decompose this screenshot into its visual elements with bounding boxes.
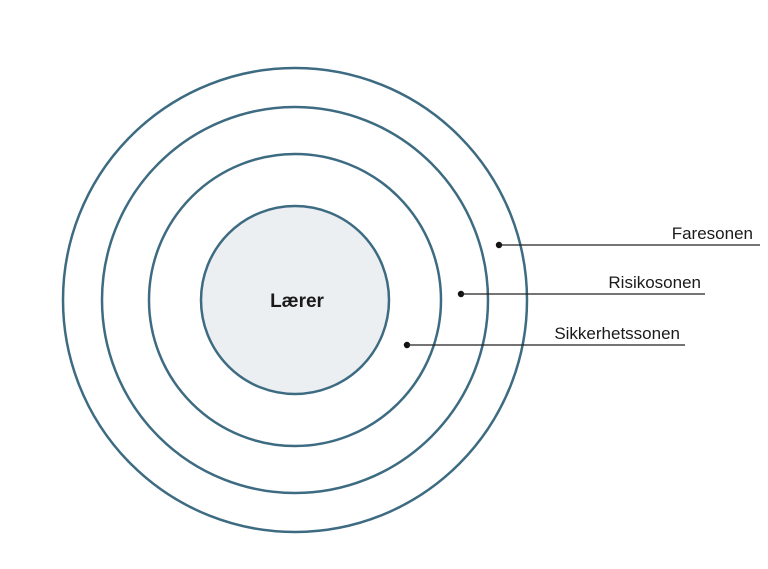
zone-label-faresonen: Faresonen (672, 224, 753, 243)
center-label: Lærer (270, 291, 324, 312)
zone-label-sikkerhetssonen: Sikkerhetssonen (554, 324, 680, 343)
inner-ring-sikkerhetssonen (147, 152, 443, 448)
callout-sikkerhetssonen: Sikkerhetssonen (403, 324, 685, 349)
core-circle (199, 204, 391, 396)
callout-risikosonen: Risikosonen (457, 273, 705, 298)
callout-faresonen: Faresonen (495, 224, 760, 249)
middle-ring-risikosonen (100, 105, 490, 495)
zone-label-risikosonen: Risikosonen (608, 273, 701, 292)
outer-ring-faresonen (61, 66, 529, 534)
